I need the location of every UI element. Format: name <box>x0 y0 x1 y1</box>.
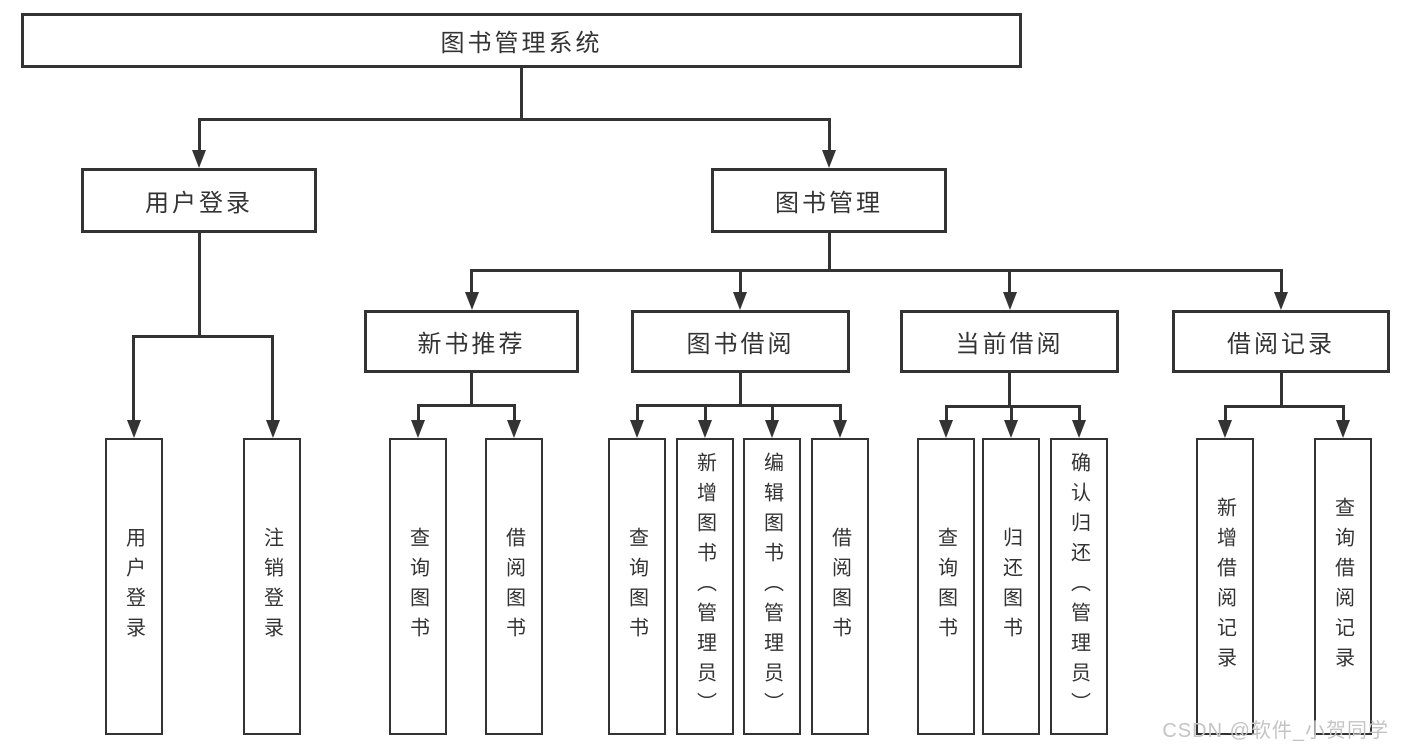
connector-line <box>1223 405 1345 408</box>
arrow-down-icon <box>265 420 280 438</box>
node-current-borrow: 当前借阅 <box>900 310 1119 373</box>
connector-line <box>1077 405 1081 423</box>
arrow-down-icon <box>192 150 206 168</box>
connector-line <box>132 335 274 338</box>
connector-line <box>770 404 774 423</box>
node-borrow-record: 借阅记录 <box>1172 310 1390 373</box>
connector-line <box>703 404 707 423</box>
leaf-add-borrow-record: 新增借阅记录 <box>1196 438 1254 735</box>
connector-line <box>470 373 473 406</box>
connector-line <box>944 405 948 423</box>
connector-line <box>1341 405 1345 423</box>
node-user-login: 用户登录 <box>81 168 317 233</box>
leaf-return-book: 归还图书 <box>982 438 1040 735</box>
leaf-query-borrow-record: 查询借阅记录 <box>1314 438 1372 735</box>
connector-line <box>944 405 1081 408</box>
connector-line <box>827 118 831 152</box>
leaf-query-book-1: 查询图书 <box>389 438 447 735</box>
connector-line <box>197 233 201 336</box>
connector-line <box>197 118 831 121</box>
arrow-down-icon <box>507 420 521 438</box>
node-library-system: 图书管理系统 <box>21 13 1022 68</box>
arrow-down-icon <box>1002 292 1017 310</box>
connector-line <box>1008 373 1011 407</box>
node-book-borrow: 图书借阅 <box>631 310 850 373</box>
arrow-down-icon <box>126 420 141 438</box>
connector-line <box>197 118 201 152</box>
connector-line <box>470 269 473 295</box>
leaf-user-login: 用户登录 <box>105 438 163 735</box>
arrow-down-icon <box>833 420 847 438</box>
arrow-down-icon <box>1336 420 1350 438</box>
connector-line <box>635 404 842 407</box>
arrow-down-icon <box>1004 420 1018 438</box>
connector-line <box>738 269 742 295</box>
arrow-down-icon <box>822 150 836 168</box>
arrow-down-icon <box>1072 420 1086 438</box>
arrow-down-icon <box>1274 292 1288 310</box>
leaf-add-book-admin: 新增图书（管理员） <box>676 438 734 735</box>
connector-line <box>512 404 516 423</box>
connector-line <box>1008 269 1011 295</box>
arrow-down-icon <box>411 420 425 438</box>
connector-line <box>1223 405 1227 423</box>
connector-line <box>827 233 831 271</box>
connector-line <box>738 373 742 406</box>
connector-line <box>416 404 516 407</box>
leaf-query-book-2: 查询图书 <box>608 438 666 735</box>
arrow-down-icon <box>765 420 779 438</box>
leaf-query-book-3: 查询图书 <box>917 438 975 735</box>
node-book-management: 图书管理 <box>711 168 947 233</box>
leaf-edit-book-admin: 编辑图书（管理员） <box>743 438 801 735</box>
arrow-down-icon <box>1218 420 1232 438</box>
watermark: CSDN @软件_小贺同学 <box>1162 720 1389 742</box>
leaf-borrow-book-1: 借阅图书 <box>485 438 543 735</box>
connector-line <box>519 68 523 120</box>
connector-line <box>271 335 274 423</box>
connector-line <box>838 404 842 423</box>
arrow-down-icon <box>733 292 747 310</box>
connector-line <box>635 404 639 423</box>
connector-line <box>1009 405 1013 423</box>
arrow-down-icon <box>698 420 712 438</box>
leaf-confirm-return-admin: 确认归还（管理员） <box>1050 438 1108 735</box>
connector-line <box>416 404 420 423</box>
arrow-down-icon <box>464 292 479 310</box>
arrow-down-icon <box>939 420 953 438</box>
node-new-book-recommend: 新书推荐 <box>364 310 579 373</box>
connector-line <box>1279 269 1283 295</box>
connector-line <box>1279 373 1283 407</box>
connector-line <box>132 335 135 423</box>
leaf-borrow-book-2: 借阅图书 <box>811 438 869 735</box>
arrow-down-icon <box>630 420 644 438</box>
connector-line <box>470 269 1282 272</box>
leaf-logout: 注销登录 <box>243 438 301 735</box>
